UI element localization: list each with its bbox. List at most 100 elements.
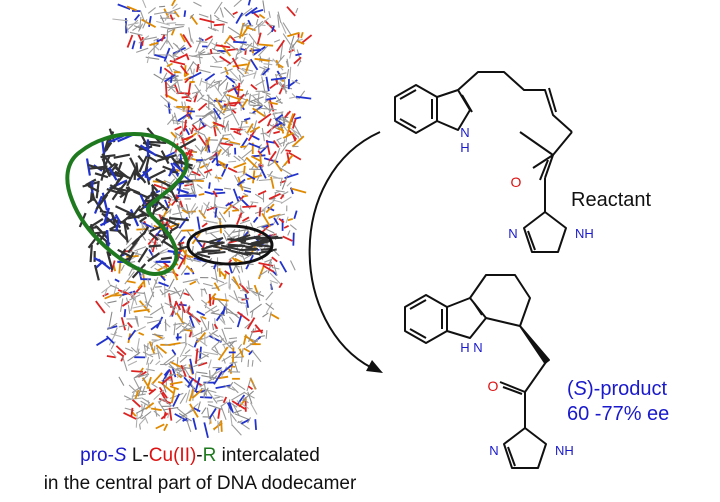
dna-bond (268, 311, 272, 323)
dna-bond (279, 167, 294, 177)
dna-bond (295, 53, 302, 57)
dna-bond (133, 308, 150, 313)
dna-bond (270, 176, 275, 189)
dna-bond (149, 359, 154, 365)
dna-bond (212, 190, 218, 198)
dna-bond (237, 170, 245, 174)
dna-bond (175, 194, 179, 200)
dna-bond (179, 33, 186, 43)
dna-bond (138, 23, 144, 32)
dna-bond (226, 311, 238, 316)
complex-bond (146, 140, 167, 144)
dna-bond (213, 110, 218, 123)
complex-bond (86, 197, 96, 204)
ellipse-bond (195, 252, 211, 259)
dna-bond (219, 7, 224, 18)
dna-bond (239, 207, 244, 213)
dna-bond (188, 27, 192, 42)
dna-bond (257, 24, 260, 35)
intercalator-outline (65, 132, 189, 276)
dna-bond (179, 289, 185, 300)
complex-bond (139, 194, 146, 206)
dna-bond (199, 378, 213, 388)
dna-bond (282, 33, 291, 45)
dna-bond (106, 322, 118, 331)
dna-bond (203, 202, 211, 210)
dna-bond (231, 111, 240, 126)
dna-bond (231, 229, 248, 233)
dna-bond (122, 356, 128, 372)
dna-bond (139, 231, 147, 241)
dna-bond (249, 104, 263, 107)
dna-bond (109, 284, 120, 290)
dna-bond (239, 7, 253, 18)
dna-bond (184, 101, 188, 115)
complex-bond (102, 153, 106, 167)
dna-bond (221, 355, 232, 362)
dna-bond (188, 203, 197, 216)
dna-bond (236, 50, 243, 56)
dna-bond (236, 400, 249, 410)
dna-bond (291, 135, 305, 148)
dna-bond (261, 127, 265, 142)
dna-bond (164, 288, 179, 294)
dna-bond (268, 11, 271, 19)
reactant-carbonyl-o: O (511, 174, 522, 190)
dna-bond (229, 337, 238, 340)
dna-bond (264, 258, 273, 263)
dna-bond (110, 341, 116, 350)
dna-bond (140, 400, 149, 406)
dna-bond (245, 173, 256, 180)
dna-bond (192, 329, 207, 338)
reaction-arrow-head (366, 360, 383, 373)
dna-bond (213, 14, 220, 20)
dna-bond (187, 258, 201, 263)
dna-bond (284, 110, 292, 118)
dna-bond (213, 345, 219, 353)
dna-bond (143, 344, 147, 358)
dna-bond (127, 22, 139, 26)
dna-bond (233, 0, 243, 8)
dna-bond (267, 261, 272, 274)
dna-bond (259, 66, 267, 71)
dna-bond (166, 62, 173, 68)
dna-bond (261, 67, 270, 76)
dna-bond (196, 216, 201, 230)
dna-bond (194, 173, 197, 182)
dna-bond (218, 268, 222, 277)
dna-bond (220, 68, 233, 74)
complex-bond (137, 247, 149, 263)
dna-bond (241, 216, 250, 222)
dna-bond (240, 128, 246, 132)
dna-bond (260, 107, 277, 111)
dna-bond (161, 290, 170, 296)
dna-bond (224, 384, 235, 391)
dna-bond (188, 375, 203, 387)
ellipse-bond (220, 244, 244, 252)
complex-bond (155, 178, 173, 188)
dna-bond (268, 101, 271, 111)
dna-bond (291, 80, 301, 85)
dna-bond (206, 162, 211, 168)
dna-bond (175, 415, 186, 424)
dna-bond (287, 218, 294, 222)
dna-bond (222, 24, 225, 33)
dna-bond (109, 349, 117, 358)
dna-bond (243, 192, 249, 197)
dna-bond (230, 198, 244, 208)
dna-bond (218, 317, 226, 325)
dna-bond (242, 205, 257, 208)
dna-bond (245, 286, 258, 297)
dna-bond (191, 259, 197, 261)
dna-bond (207, 145, 211, 153)
dna-bond (294, 116, 302, 120)
dna-bond (184, 367, 193, 370)
dna-bond (209, 48, 213, 55)
dna-bond (265, 76, 270, 92)
dna-bond (232, 209, 240, 212)
dna-bond (187, 107, 194, 119)
dna-bond (115, 345, 127, 356)
dna-bond (135, 407, 147, 414)
dna-bond (155, 360, 161, 366)
dna-bond (247, 417, 251, 424)
